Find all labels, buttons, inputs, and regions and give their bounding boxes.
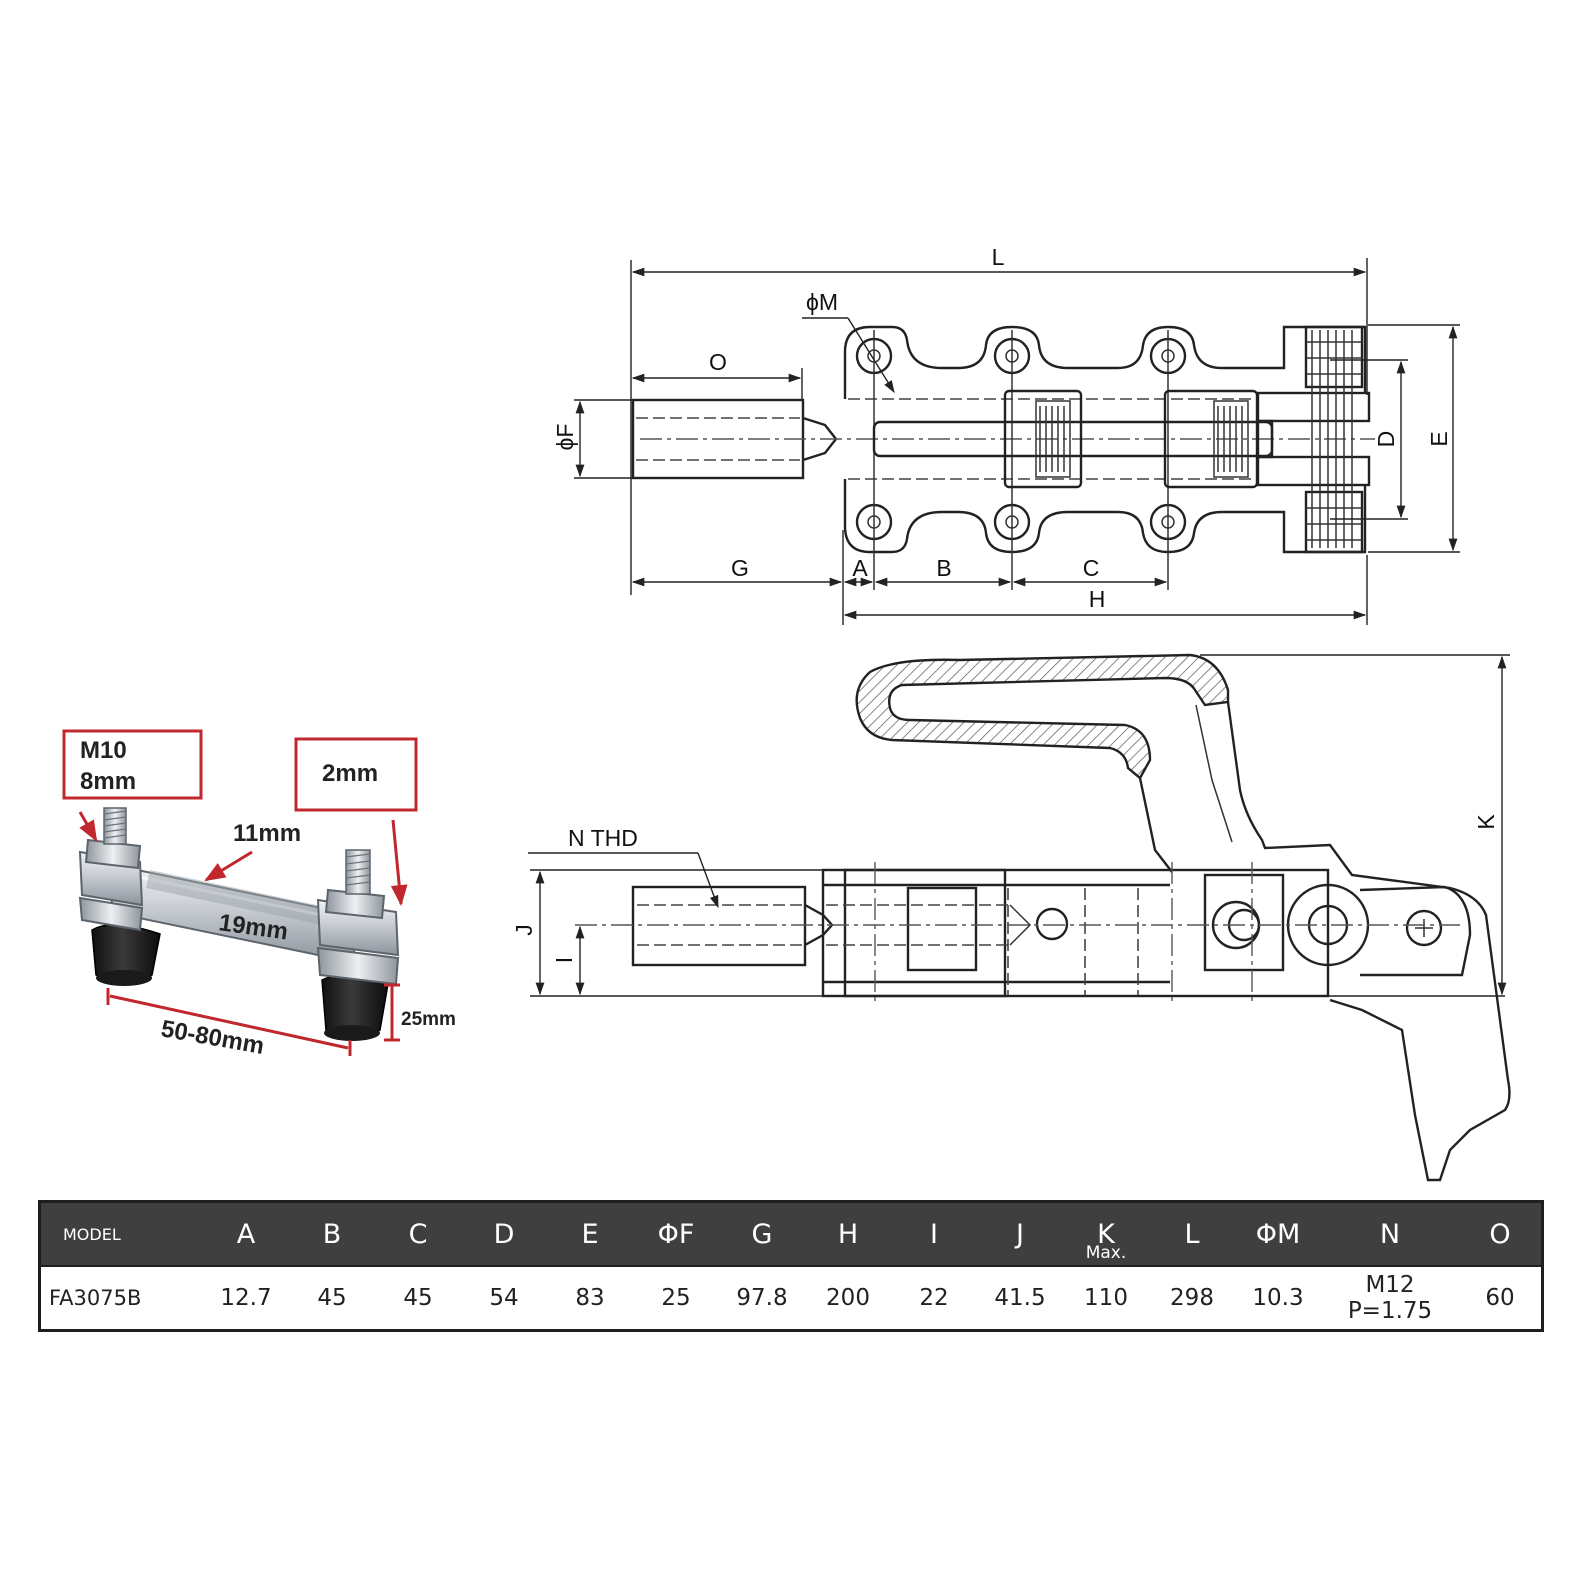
- spec-header-cell: L: [1149, 1201, 1235, 1266]
- spec-header-cell: O: [1459, 1201, 1543, 1266]
- spec-cell: 97.8: [719, 1265, 805, 1331]
- spec-header-sublabel: Max.: [1085, 1243, 1127, 1263]
- spec-cell: 298: [1149, 1265, 1235, 1331]
- dim-label-b: B: [936, 555, 951, 581]
- spec-header-cell: A: [203, 1201, 289, 1266]
- spec-header-cell: B: [289, 1201, 375, 1266]
- label-8mm: 8mm: [80, 768, 136, 795]
- dim-label-j: J: [511, 924, 537, 936]
- spec-header-label: G: [751, 1218, 773, 1250]
- spec-cell: 22: [891, 1265, 977, 1331]
- spec-cell: 45: [375, 1265, 461, 1331]
- label-25mm: 25mm: [401, 1009, 456, 1030]
- dim-label-phi-m: ϕM: [806, 289, 838, 315]
- spec-header-label: A: [236, 1218, 256, 1250]
- spec-header-cell: J: [977, 1201, 1063, 1266]
- spec-header-cell: MODEL: [39, 1201, 203, 1266]
- spec-header-label: C: [408, 1218, 428, 1250]
- spec-header-cell: ΦM: [1235, 1201, 1321, 1266]
- spec-header-label: E: [581, 1218, 599, 1250]
- spec-cell: FA3075B: [39, 1265, 203, 1331]
- dim-label-o: O: [709, 349, 727, 375]
- spec-header-label: K: [1097, 1218, 1115, 1250]
- spec-header-label: B: [322, 1218, 342, 1250]
- callout-box-2mm: [294, 737, 418, 812]
- top-view: L O ϕM ϕF: [552, 244, 1460, 625]
- spec-header-label: L: [1184, 1218, 1200, 1250]
- side-view: N THD J I K: [511, 653, 1511, 1182]
- spec-header-label: N: [1379, 1218, 1401, 1250]
- spec-cell: 54: [461, 1265, 547, 1331]
- spec-cell: 200: [805, 1265, 891, 1331]
- dim-label-l: L: [992, 244, 1005, 270]
- spec-header-label: ΦF: [657, 1218, 695, 1250]
- dim-label-g: G: [731, 555, 749, 581]
- callout-box-m10: [62, 729, 203, 800]
- dim-label-h: H: [1089, 586, 1106, 612]
- spec-header-label: J: [1016, 1218, 1024, 1250]
- dim-label-phi-f: ϕF: [552, 424, 578, 451]
- spec-header-cell: E: [547, 1201, 633, 1266]
- dim-label-i: I: [551, 957, 577, 963]
- label-50-80mm: 50-80mm: [159, 1015, 266, 1060]
- spec-header-label: H: [837, 1218, 859, 1250]
- spec-cell: 110: [1063, 1265, 1149, 1331]
- spec-header-label: O: [1489, 1218, 1511, 1250]
- spec-cell: 10.3: [1235, 1265, 1321, 1331]
- spec-header-cell: I: [891, 1201, 977, 1266]
- spec-header-cell: G: [719, 1201, 805, 1266]
- dim-label-c: C: [1083, 555, 1100, 581]
- spec-header-label: I: [930, 1218, 938, 1250]
- spec-header-cell: ΦF: [633, 1201, 719, 1266]
- label-2mm: 2mm: [322, 760, 378, 787]
- label-11mm: 11mm: [233, 820, 301, 847]
- spec-header-cell: N: [1321, 1201, 1459, 1266]
- spec-cell: M12 P=1.75: [1321, 1265, 1459, 1331]
- spec-header-label: MODEL: [63, 1224, 121, 1244]
- product-illustration: M10 8mm 2mm 11mm 19mm 25mm 50-80mm: [62, 729, 456, 1060]
- spec-header-cell: D: [461, 1201, 547, 1266]
- dim-label-n-thd: N THD: [568, 825, 638, 851]
- dim-label-d: D: [1373, 431, 1399, 448]
- dim-label-k: K: [1473, 814, 1499, 830]
- spec-header-label: ΦM: [1255, 1218, 1301, 1250]
- spec-header-label: D: [493, 1218, 515, 1250]
- dim-label-e: E: [1426, 431, 1452, 446]
- spec-header-cell: H: [805, 1201, 891, 1266]
- dim-label-a: A: [852, 555, 868, 581]
- spec-cell: 83: [547, 1265, 633, 1331]
- spec-cell: 60: [1459, 1265, 1543, 1331]
- spec-cell: 25: [633, 1265, 719, 1331]
- spec-cell: 12.7: [203, 1265, 289, 1331]
- spec-header-cell: C: [375, 1201, 461, 1266]
- label-m10: M10: [80, 737, 127, 764]
- spec-cell: 45: [289, 1265, 375, 1331]
- spec-cell: 41.5: [977, 1265, 1063, 1331]
